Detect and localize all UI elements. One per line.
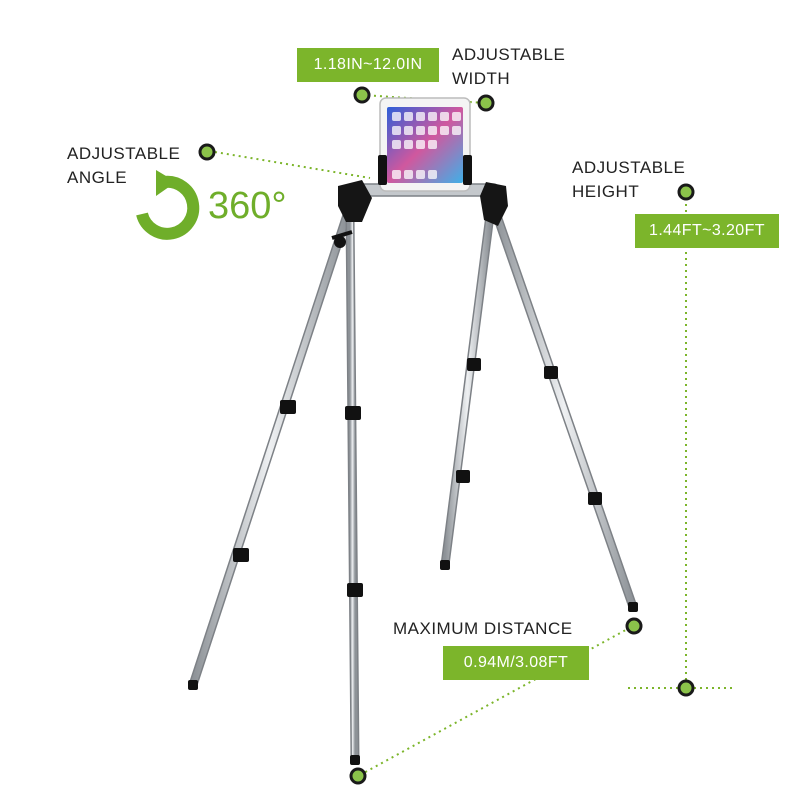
height-base-marker-dot	[677, 679, 695, 697]
tripod-legs	[188, 205, 638, 765]
clip	[588, 492, 602, 505]
left-joint	[338, 180, 372, 222]
height-value-tag: 1.44FT~3.20FT	[635, 214, 779, 248]
clip	[345, 406, 361, 420]
angle-label-line1: ADJUSTABLE	[67, 144, 181, 163]
leg-right	[492, 207, 636, 610]
leg-middle	[347, 212, 358, 763]
foot	[188, 680, 198, 690]
width-label-line1: ADJUSTABLE	[452, 45, 566, 64]
angle-guide-line	[214, 151, 371, 179]
distance-marker-dot	[349, 767, 367, 785]
right-joint	[480, 182, 508, 226]
width-marker-dot	[353, 86, 371, 104]
clip	[280, 400, 296, 414]
angle-marker-dot	[198, 143, 216, 161]
height-marker-dot	[677, 183, 695, 201]
clip	[544, 366, 558, 379]
clip	[347, 583, 363, 597]
rotate-arc	[136, 175, 200, 240]
distance-value-tag: 0.94M/3.08FT	[443, 646, 589, 680]
width-value-tag: 1.18IN~12.0IN	[297, 48, 439, 82]
foot	[350, 755, 360, 765]
rotate-360-icon	[136, 170, 200, 240]
distance-marker-dot	[625, 617, 643, 635]
distance-label: MAXIMUM DISTANCE	[393, 619, 573, 638]
leg-left	[190, 212, 350, 688]
height-label-line1: ADJUSTABLE	[572, 158, 686, 177]
app-icons	[392, 112, 461, 179]
tablet-clamp-left	[378, 155, 387, 185]
height-label-line2: HEIGHT	[572, 182, 640, 201]
angle-label-line2: ANGLE	[67, 168, 128, 187]
knob-lever	[331, 230, 353, 240]
clip	[467, 358, 481, 371]
leg-clips	[188, 358, 638, 765]
width-marker-dot	[477, 94, 495, 112]
clip	[233, 548, 249, 562]
angle-knob	[331, 230, 353, 248]
marker-dots	[198, 86, 695, 785]
rotate-arrowhead	[156, 170, 176, 196]
tablet-clamp-right	[463, 155, 472, 185]
foot	[628, 602, 638, 612]
foot	[440, 560, 450, 570]
clip	[456, 470, 470, 483]
leg-back	[442, 212, 493, 568]
rotation-degrees: 360°	[208, 185, 287, 227]
width-label-line2: WIDTH	[452, 69, 511, 88]
knob	[334, 236, 346, 248]
tablet-icon	[378, 97, 472, 192]
